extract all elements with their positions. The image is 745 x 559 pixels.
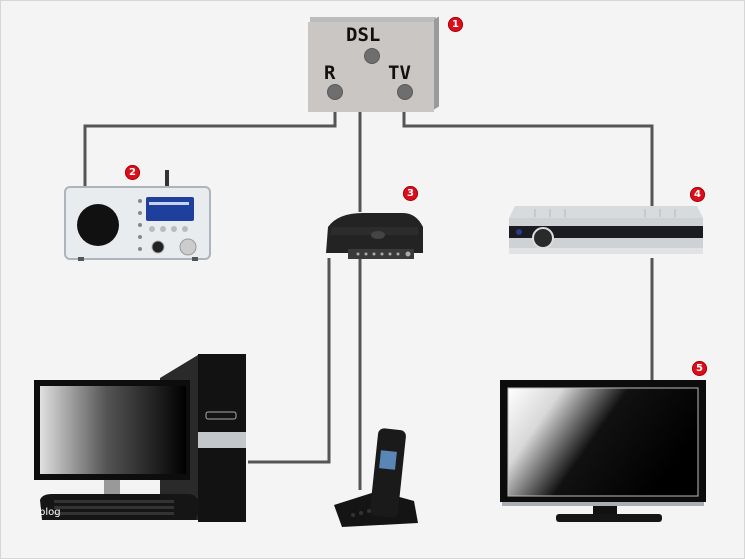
port-dsl-icon [364, 48, 380, 64]
badge-router: 3 [403, 186, 418, 201]
flat-screen-tv-icon [500, 380, 706, 522]
watermark-text: blog [39, 507, 61, 518]
socket-label-tv: TV [388, 62, 411, 84]
badge-tv: 5 [692, 361, 707, 376]
desktop-computer-icon [34, 354, 246, 522]
socket-top-edge [310, 17, 436, 22]
port-radio-icon [327, 84, 343, 100]
socket-label-dsl: DSL [346, 24, 381, 46]
badge-socket: 1 [448, 17, 463, 32]
badge-receiver: 4 [690, 187, 705, 202]
socket-side-edge [434, 16, 439, 110]
cordless-phone-icon [334, 428, 418, 527]
socket-label-radio: R [324, 62, 336, 84]
dsl-router-icon [326, 213, 423, 259]
cable-router-pc [248, 258, 331, 464]
cable-socket-receiver [402, 93, 654, 207]
badge-radio: 2 [125, 165, 140, 180]
internet-radio-icon [64, 170, 211, 261]
port-tv-icon [397, 84, 413, 100]
tv-receiver-icon [509, 206, 703, 254]
